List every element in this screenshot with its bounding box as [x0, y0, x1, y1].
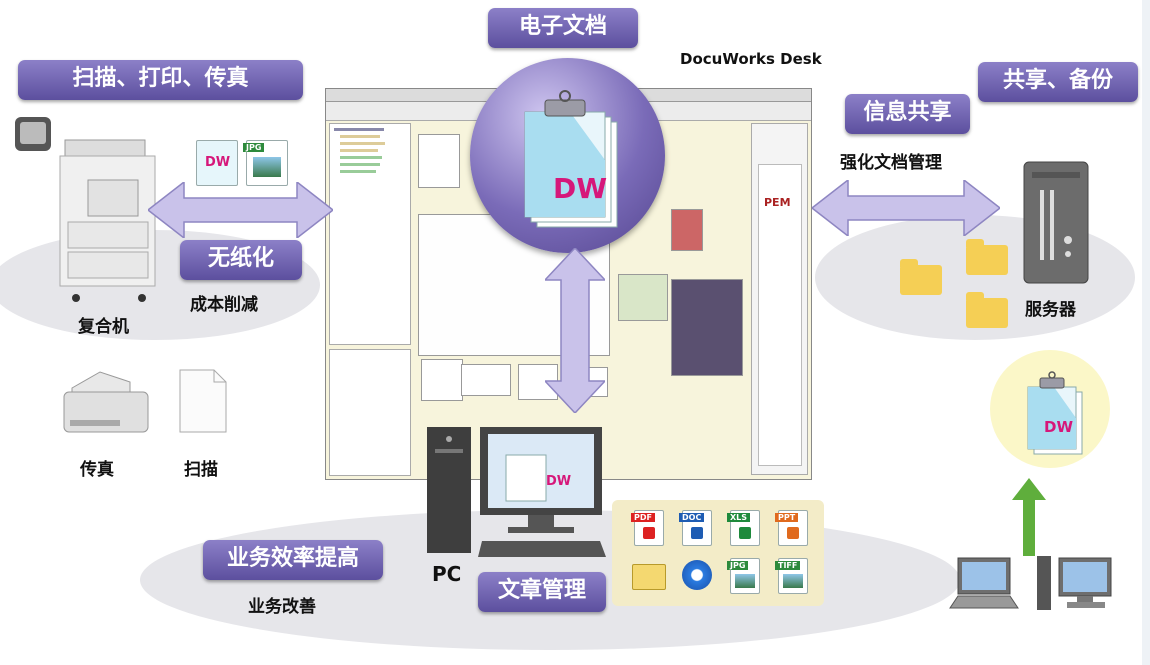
doc-mgmt-pill: 文章管理 — [478, 572, 606, 612]
server-label: 服务器 — [1025, 300, 1076, 320]
share-backup-pill: 共享、备份 — [978, 62, 1138, 102]
up-green-arrow — [1012, 478, 1046, 556]
improvement-label: 业务改善 — [248, 597, 316, 617]
photo-thumbnail — [671, 279, 743, 376]
dw-small-logo-text: DW — [1044, 418, 1073, 436]
desktop-pc-icon — [1037, 556, 1112, 610]
ie-browser-icon — [682, 560, 712, 590]
scan-document-icon — [179, 369, 227, 433]
doc-thumbnail — [421, 359, 463, 401]
folder-icon — [966, 239, 1008, 275]
folder-icon — [966, 292, 1008, 328]
dw-logo-text: DW — [553, 172, 608, 205]
tiff-file-icon: TIFF — [775, 558, 808, 594]
mfp-label: 复合机 — [78, 317, 129, 337]
pc-label: PC — [432, 562, 462, 586]
right-edge-strip — [1142, 0, 1150, 665]
scan-print-fax-pill: 扫描、打印、传真 — [18, 60, 303, 100]
mfp-icon — [15, 117, 156, 302]
folder-icon — [900, 259, 942, 295]
info-share-pill: 信息共享 — [845, 94, 970, 134]
ppt-file-icon: PPT — [775, 510, 808, 546]
jpg-file-icon: JPG — [243, 140, 288, 186]
server-icon — [1023, 161, 1089, 284]
cost-reduction-label: 成本削减 — [190, 295, 258, 315]
laptop-icon — [949, 557, 1019, 609]
doc-thumbnail — [671, 209, 703, 251]
doc-thumbnail — [418, 134, 460, 188]
jpg-file-icon: JPG — [727, 558, 760, 594]
left-double-arrow — [148, 182, 333, 238]
dw-document-icon — [524, 90, 618, 228]
dw-file-icon: DW — [196, 140, 238, 186]
pc-tower-icon — [427, 427, 471, 553]
doc-file-icon: DOC — [679, 510, 712, 546]
file-types-panel: PDF DOC XLS PPT JPG TIFF — [612, 500, 824, 606]
efficiency-pill: 业务效率提高 — [203, 540, 383, 580]
right-double-arrow — [812, 180, 1000, 236]
app-name: DocuWorks Desk — [680, 50, 822, 68]
xls-file-icon: XLS — [727, 510, 760, 546]
properties-panel — [329, 349, 411, 476]
pdf-file-icon: PDF — [631, 510, 664, 546]
vertical-double-arrow — [545, 248, 605, 413]
fax-icon — [63, 371, 149, 433]
strengthen-doc-mgmt-label: 强化文档管理 — [840, 153, 942, 173]
email-icon — [632, 564, 666, 590]
doc-thumbnail — [618, 274, 668, 321]
folder-tree-panel — [329, 123, 411, 345]
paperless-pill: 无纸化 — [180, 240, 302, 280]
fax-label: 传真 — [80, 460, 114, 480]
scan-label: 扫描 — [184, 460, 218, 480]
doc-thumbnail — [461, 364, 511, 396]
dw-small-document-icon — [1027, 371, 1083, 455]
electronic-docs-pill: 电子文档 — [488, 8, 638, 48]
preview-panel: PEM — [751, 123, 808, 475]
pc-monitor-icon — [478, 427, 606, 557]
pc-screen-dw-text: DW — [546, 474, 572, 489]
